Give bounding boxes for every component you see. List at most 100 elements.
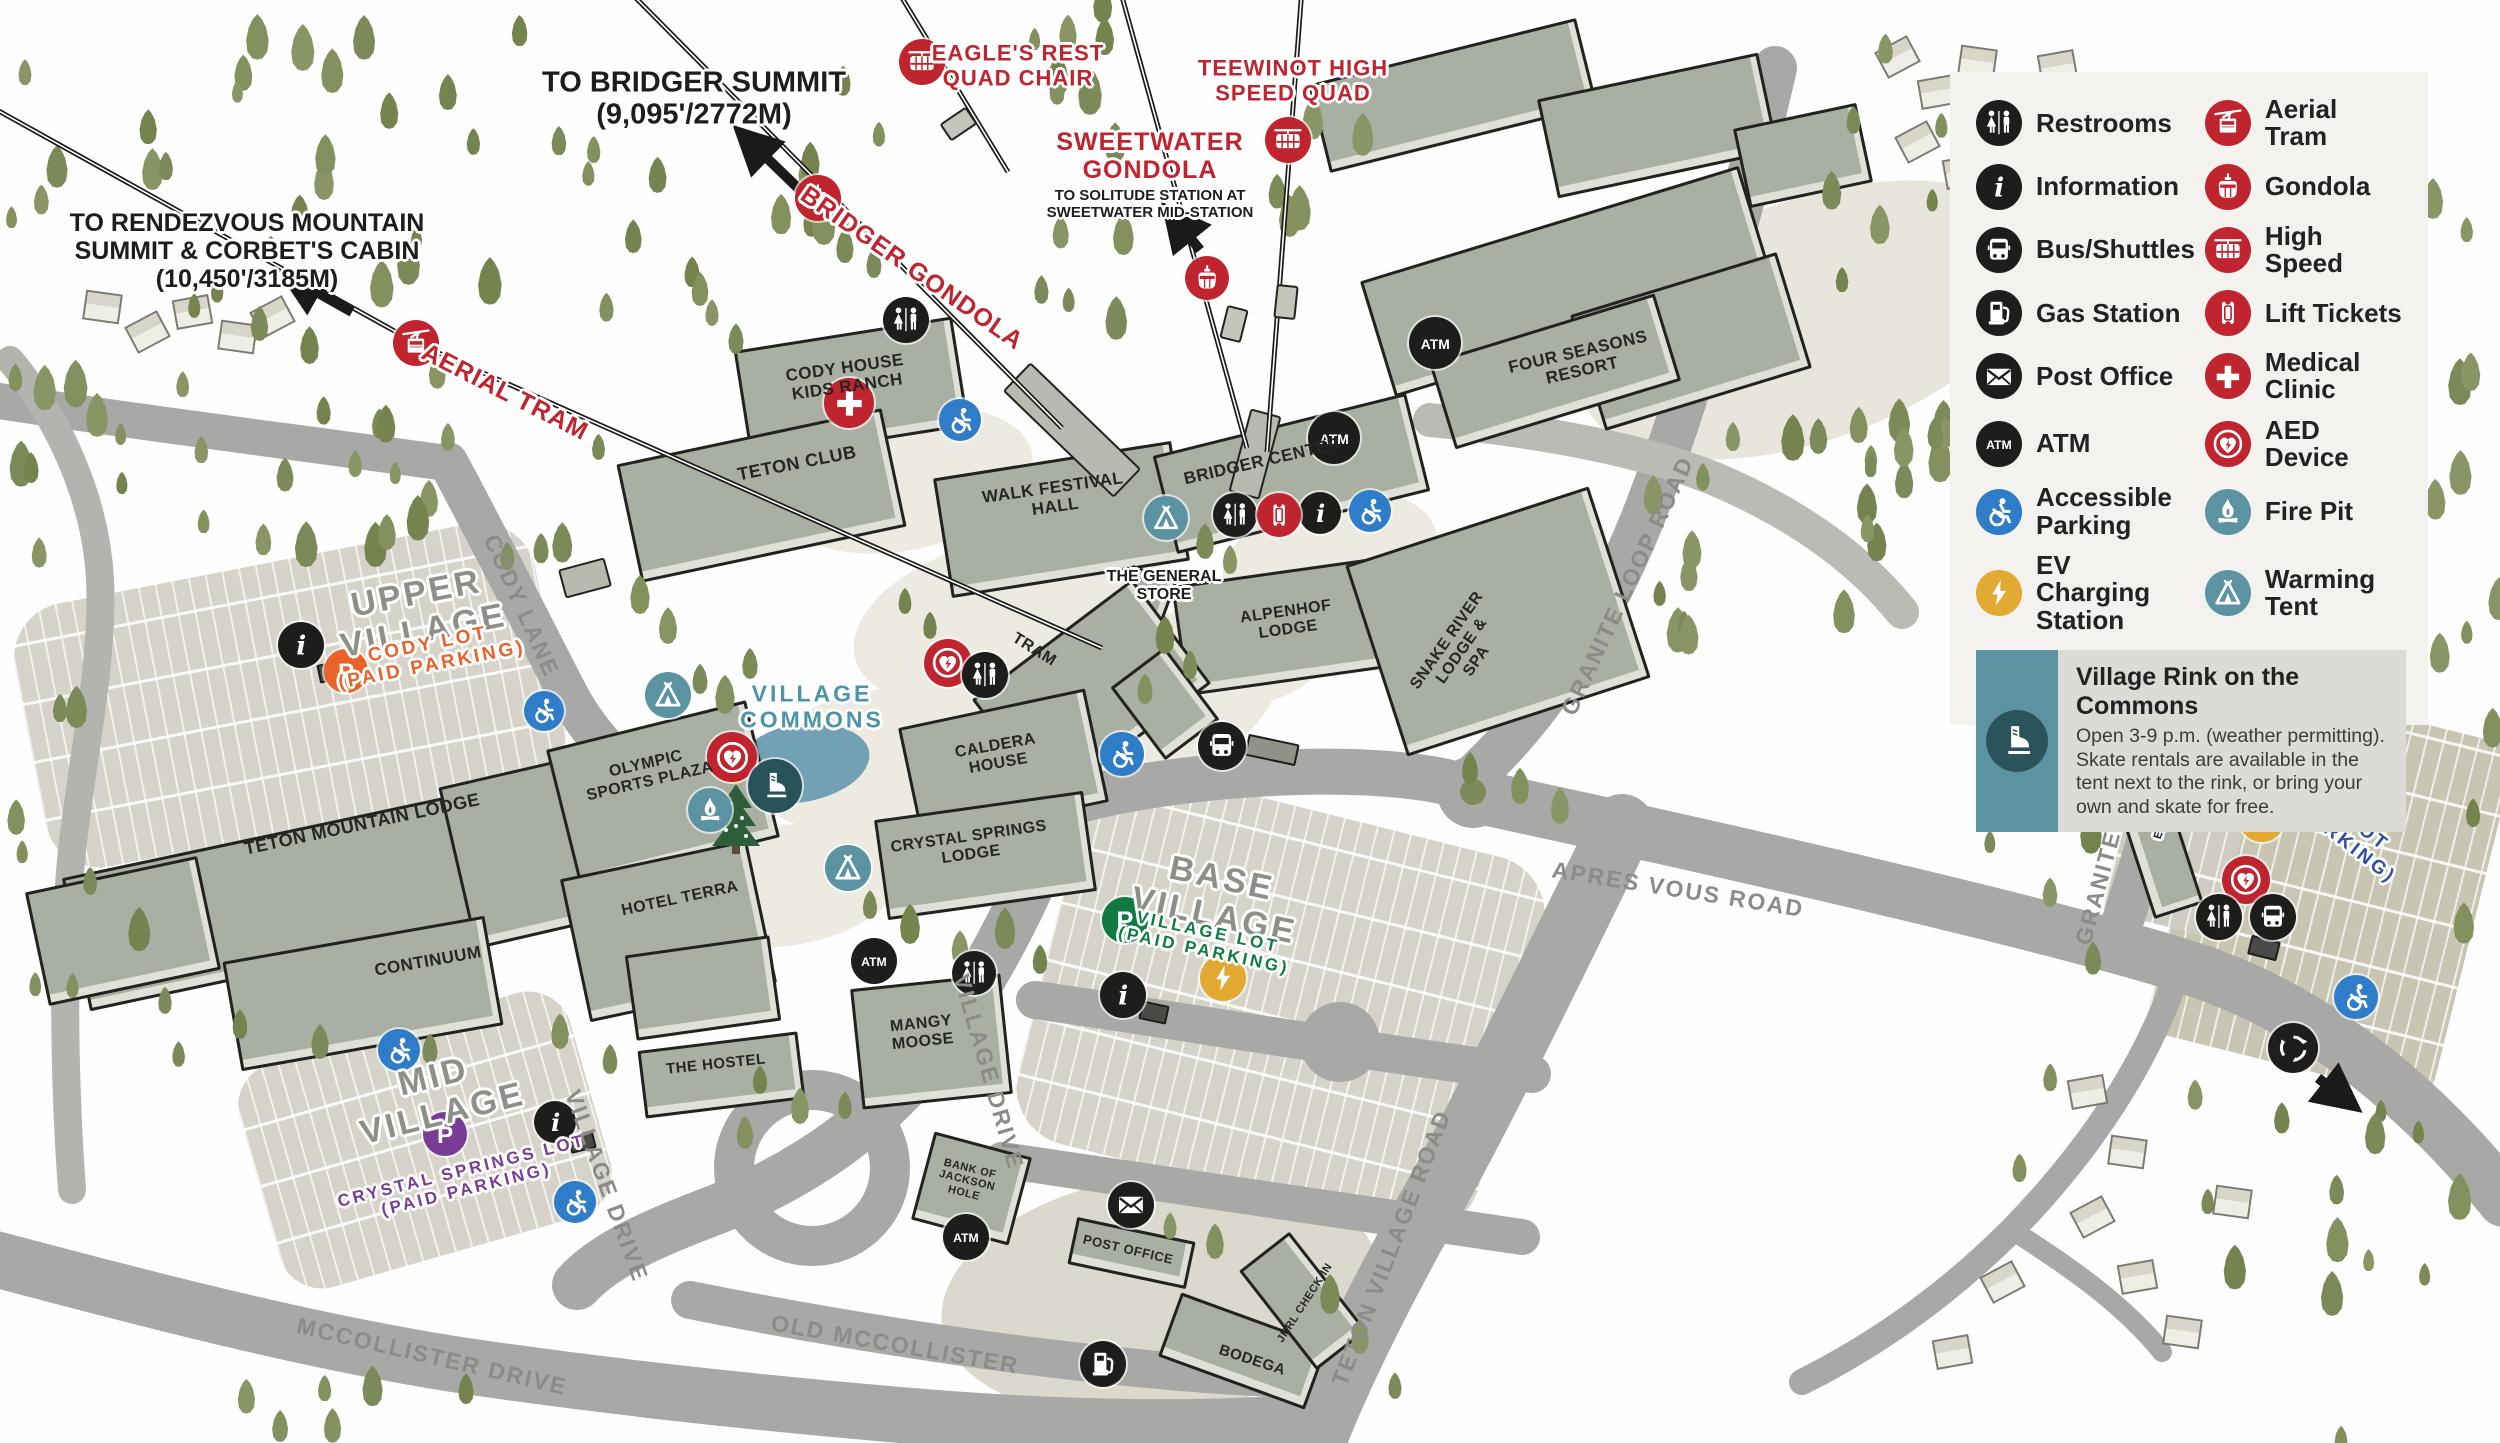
tree [1059,14,1077,50]
skate-icon [748,759,802,813]
lift halo-label-eagle-s-rest: EAGLE'S RESTQUAD CHAIR [931,40,1105,90]
legend-label: Bus/Shuttles [2036,234,2195,265]
tree [1268,173,1286,209]
tree [1196,523,1214,559]
tree [231,80,243,103]
tree [2329,1174,2345,1205]
tree [33,364,56,411]
aerial-tram-icon [2204,100,2251,147]
lift-tickets-icon [2204,290,2251,337]
tree [348,450,362,478]
tree [6,206,18,229]
tree [1893,426,1914,467]
tree [250,305,269,342]
dest halo-label-to-rendezvous-mountain: TO RENDEZVOUS MOUNTAINSUMMIT & CORBET'S … [69,209,425,293]
tree [1682,530,1702,569]
tree [1032,944,1048,974]
tree [770,193,792,235]
accessible-icon [524,691,564,731]
tree [2482,707,2500,748]
tree [237,1378,255,1414]
tree [321,48,344,93]
tree [692,663,708,694]
tree [397,238,420,285]
tree [1155,615,1175,654]
tree [1926,188,1938,212]
tree [29,972,42,997]
svg-text:ATM: ATM [861,955,887,969]
tree [1320,1274,1340,1314]
legend-item-medical-clinic: Medical Clinic [2204,347,2406,405]
dest halo-label-to-bridger-summit: TO BRIDGER SUMMIT(9,095'/2772M) [542,66,846,131]
tree [1822,170,1842,210]
tree [290,194,310,233]
tree [1878,33,1893,64]
tree [194,435,209,464]
restrooms-icon [1213,493,1257,537]
tree [411,226,422,249]
legend-item-lift-tickets: Lift Tickets [2204,290,2406,337]
legend-item-aerial-tram: Aerial Tram [2204,95,2406,151]
post-icon [1976,353,2022,400]
tree [1511,767,1529,804]
svg-text:i: i [551,1109,560,1137]
legend-label: EV Charging Station [2036,549,2151,635]
high-speed-icon [899,39,945,85]
legend-label: Medical Clinic [2264,347,2361,405]
rink-title: Village Rink on the Commons [2076,662,2300,720]
tree [438,74,457,111]
legend-item-aed-device: AED Device [2204,416,2406,472]
tree [294,521,318,568]
tree [2043,1063,2058,1092]
legend-item-warming-tent: Warming Tent [2204,552,2406,634]
tree [46,145,68,188]
tree [2320,1271,2344,1316]
information-icon: i [278,622,324,668]
tree [2419,1262,2431,1286]
tree [115,422,127,446]
legend-label: Warming Tent [2264,563,2376,621]
gondola-icon [795,175,841,221]
tree [1105,122,1126,163]
tree [630,574,650,614]
legend-item-accessible-parking: Accessible Parking [1976,484,2195,539]
tree [2460,217,2473,243]
svg-text:P: P [437,1122,453,1149]
legend-item-ev-charging-station: EV Charging Station [1976,549,2195,635]
tree [790,1087,809,1124]
bus-icon [2250,894,2296,940]
accessible-icon [1100,732,1144,776]
tree [1163,1212,1177,1239]
information-icon: i [534,1101,576,1143]
medical-icon [2204,353,2251,400]
tree [86,392,108,437]
legend-label: Gas Station [2036,297,2181,328]
tree [835,65,851,96]
gondola-icon [1185,256,1229,300]
tree [128,906,151,952]
lift halo-label-sweetwater: SWEETWATERGONDOLA [1056,128,1244,184]
tree [2447,1173,2472,1221]
tree [232,1009,248,1039]
tree [1849,406,1868,444]
rink-body: Open 3-9 p.m. (weather permitting). Skat… [2076,724,2385,819]
tree [276,457,294,492]
tree [2465,798,2481,828]
tree [1870,204,1890,245]
tree [142,148,163,190]
tree [139,109,157,145]
tree [551,1013,569,1049]
tree [838,1091,852,1119]
atm-icon: ATM [1976,421,2022,468]
tree [2274,1102,2290,1134]
tree [428,354,446,389]
tent-icon [645,672,691,718]
tree [8,363,23,392]
tree [1894,461,1914,499]
tree [2223,1244,2246,1290]
accessible-icon [378,1029,420,1071]
tree [315,134,336,176]
tree [862,890,878,919]
post-icon [1108,1182,1154,1228]
